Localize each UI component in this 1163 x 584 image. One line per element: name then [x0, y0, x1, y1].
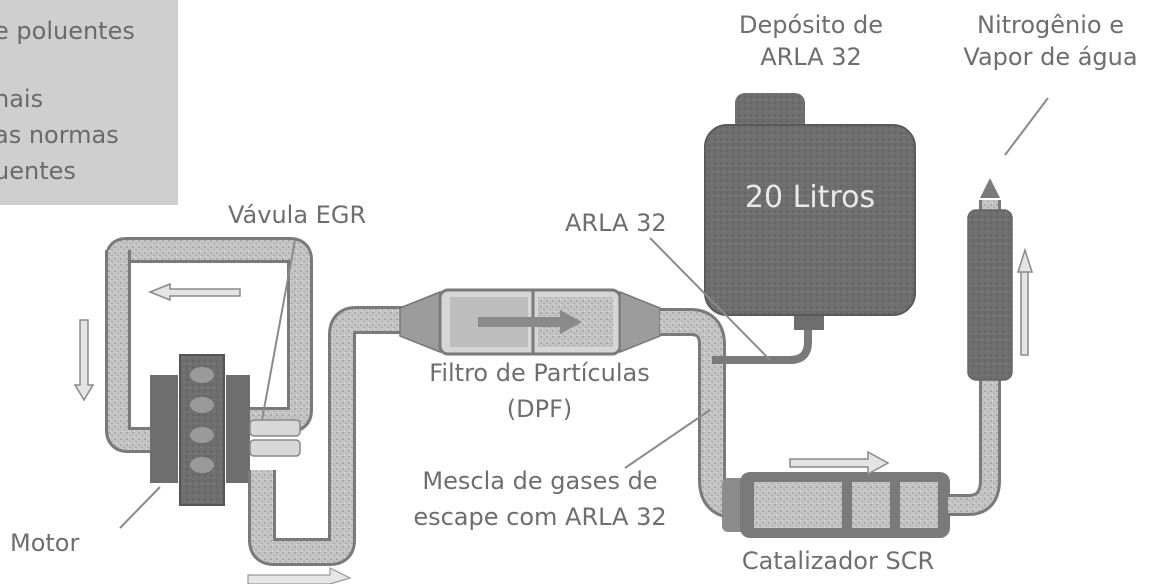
egr-loop-pipe: [105, 237, 313, 453]
label-arla-32: ARLA 32: [565, 209, 667, 237]
leader-mescla: [624, 409, 711, 469]
egr-arrow-down-icon: [73, 319, 95, 402]
leader-nitrogenio: [1004, 97, 1049, 156]
label-nitrogenio-line1: Nitrogênio e: [976, 11, 1124, 39]
label-deposito-line2: ARLA 32: [760, 43, 862, 71]
label-filtro-line2: (DPF): [506, 395, 573, 423]
label-nitrogenio-line2: Vapor de água: [963, 43, 1138, 71]
label-valvula-egr: Vávula EGR: [228, 201, 367, 229]
arla-tank: [704, 93, 916, 316]
exhaust-arrow-right-icon: [247, 567, 352, 584]
legend-line-1: e poluentes: [0, 17, 135, 45]
legend-line-3: nais: [0, 85, 44, 113]
exhaust-pipe: [248, 306, 420, 566]
leader-lines: [119, 97, 1049, 529]
egr-arrow-left-icon: [147, 282, 241, 302]
leader-arla-32: [649, 237, 771, 361]
legend-line-4: as normas: [0, 121, 119, 149]
label-mescla-line1: Mescla de gases de: [422, 467, 658, 495]
label-deposito-line1: Depósito de: [738, 11, 884, 39]
dpf-arrow-right-icon: [478, 310, 582, 334]
legend-line-5: uentes: [0, 157, 76, 185]
engine-block: [150, 354, 250, 506]
egr-valve: [249, 419, 301, 457]
legend-box: e poluentes nais as normas uentes: [0, 0, 178, 205]
label-mescla-line2: escape com ARLA 32: [413, 503, 667, 531]
label-motor: Motor: [10, 529, 80, 557]
scr-catalyst: [722, 472, 950, 538]
tailpipe-arrow-up-icon: [1016, 247, 1034, 356]
scr-arrow-right-icon: [789, 450, 890, 476]
leader-motor: [119, 486, 161, 529]
label-catalizador: Catalizador SCR: [741, 547, 935, 575]
leader-valvula-egr: [261, 239, 296, 421]
tank-capacity-label: 20 Litros: [744, 180, 876, 215]
tailpipe: [948, 178, 1013, 516]
arla-injection-line: [712, 312, 824, 364]
label-filtro-line1: Filtro de Partículas: [429, 359, 650, 387]
